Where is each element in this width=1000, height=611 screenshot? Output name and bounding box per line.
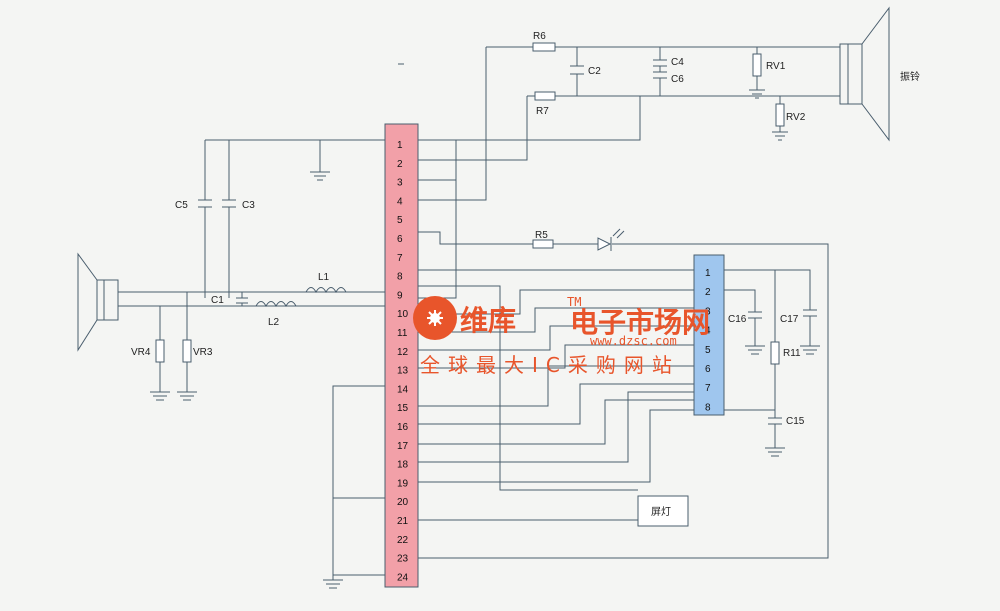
label-c4: C4 (671, 57, 684, 68)
main-chip-pin-label: 7 (397, 253, 403, 264)
label-c2: C2 (588, 66, 601, 77)
capacitor-c5 (198, 199, 212, 208)
main-chip-pin-label: 2 (397, 159, 403, 170)
capacitor-c17 (803, 309, 817, 317)
main-chip-pin-label: 18 (397, 460, 409, 471)
sub-chip-pin-label: 5 (705, 345, 711, 356)
main-chip-pin-label: 6 (397, 234, 403, 245)
inductor-l2 (255, 301, 297, 308)
inductor-l1 (305, 287, 347, 294)
resistor-r11 (770, 341, 780, 365)
sub-chip-pin-label: 8 (705, 402, 711, 413)
main-chip-pin-label: 3 (397, 178, 403, 189)
label-c5: C5 (175, 200, 188, 211)
sub-chip-pin-label: 6 (705, 364, 711, 375)
watermark: 维库 TM 电子市场网 www.dzsc.com 全球最大IC采购网站 (413, 295, 710, 377)
sub-chip-pins: 1 2 3 4 5 6 7 8 (705, 268, 711, 413)
main-chip-pin-label: 21 (397, 516, 409, 527)
label-c1: C1 (211, 295, 224, 306)
label-c15: C15 (786, 416, 805, 427)
label-l2: L2 (268, 317, 280, 328)
capacitor-c4-c6 (653, 59, 667, 79)
watermark-brand: 维库 (460, 304, 516, 337)
resistor-rv1 (752, 53, 762, 77)
buzzer-speaker (839, 6, 890, 142)
label-vr4: VR4 (131, 347, 151, 358)
main-chip-pin-label: 1 (397, 140, 403, 151)
sub-chip-pin-label: 4 (705, 326, 711, 337)
resistor-rv2 (775, 103, 785, 127)
sub-chip (693, 254, 725, 416)
main-chip-pin-label: 23 (397, 554, 409, 565)
main-chip-pin-label: 4 (397, 196, 403, 207)
label-r7: R7 (536, 106, 549, 117)
resistor-vr3 (182, 339, 192, 363)
main-chip (384, 123, 419, 588)
main-chip-pin-label: 22 (397, 535, 409, 546)
main-chip-pin-label: 20 (397, 497, 409, 508)
label-r6: R6 (533, 31, 546, 42)
sub-chip-pin-label: 1 (705, 268, 711, 279)
led (597, 228, 625, 251)
main-chip-pin-label: 24 (397, 572, 409, 583)
label-c17: C17 (780, 314, 799, 325)
left-speaker (77, 252, 119, 352)
main-chip-pin-label: 19 (397, 478, 409, 489)
capacitor-c2 (570, 65, 584, 75)
resistor-vr4 (155, 339, 165, 363)
label-c16: C16 (728, 314, 747, 325)
label-c6: C6 (671, 74, 684, 85)
main-chip-pin-label: 5 (397, 215, 403, 226)
main-chip-pin-label: 13 (397, 366, 409, 377)
label-r5: R5 (535, 230, 548, 241)
label-r11: R11 (783, 348, 801, 359)
label-buzzer: 振铃 (900, 70, 920, 83)
capacitor-c1 (236, 297, 248, 304)
capacitor-c16 (748, 311, 762, 319)
main-chip-pin-label: 11 (397, 328, 408, 339)
label-lamp: 屏灯 (651, 506, 671, 518)
watermark-title: 电子市场网 (570, 306, 710, 339)
main-chip-pin-label: 9 (397, 290, 403, 301)
sub-chip-pin-label: 2 (705, 287, 711, 298)
watermark-logo-icon (413, 296, 457, 340)
resistor-r6 (532, 42, 556, 52)
sub-chip-pin-label: 3 (705, 306, 711, 317)
main-chip-pin-label: 12 (397, 347, 409, 358)
capacitor-c15 (768, 417, 782, 425)
capacitor-c3 (222, 199, 236, 208)
main-chip-pin-label: 16 (397, 422, 409, 433)
resistor-r7 (534, 91, 556, 101)
label-l1: L1 (318, 272, 330, 283)
watermark-url: www.dzsc.com (590, 334, 677, 348)
label-vr3: VR3 (193, 347, 213, 358)
main-chip-pin-label: 17 (397, 441, 409, 452)
label-rv1: RV1 (766, 61, 786, 72)
main-chip-pin-label: 14 (397, 384, 409, 395)
watermark-tm: TM (567, 295, 581, 309)
lamp-box (637, 495, 689, 527)
sub-chip-pin-label: 7 (705, 383, 711, 394)
main-chip-pin-label: 8 (397, 272, 403, 283)
label-rv2: RV2 (786, 112, 806, 123)
main-chip-pin-label: 15 (397, 403, 409, 414)
watermark-slogan: 全球最大IC采购网站 (420, 353, 680, 377)
main-chip-pin-label: 10 (397, 309, 409, 320)
resistor-r5 (532, 239, 554, 249)
label-c3: C3 (242, 200, 255, 211)
